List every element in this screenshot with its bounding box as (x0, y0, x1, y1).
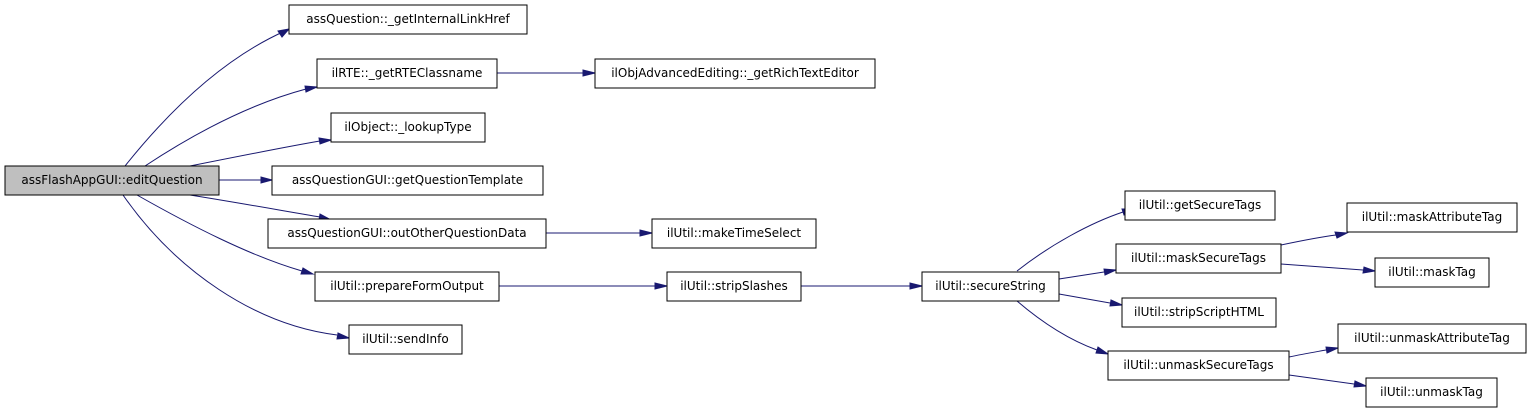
node-n13-box (1346, 202, 1518, 233)
edge-n16-n18-arrowhead (1353, 380, 1368, 388)
edge-root-n5-arrowhead (260, 176, 274, 184)
node-n4[interactable]: ilObject::_lookupType (330, 112, 486, 143)
node-n15-box (1121, 297, 1277, 328)
node-n10[interactable]: ilUtil::secureString (921, 271, 1060, 302)
node-n19[interactable]: ilUtil::sendInfo (348, 324, 463, 355)
edge-root-n4 (189, 140, 321, 167)
node-n5-label: assQuestionGUI::getQuestionTemplate (292, 173, 523, 187)
node-n8-label: ilUtil::prepareFormOutput (330, 279, 484, 293)
edge-n16-n17 (1288, 349, 1327, 358)
node-root-label: assFlashAppGUI::editQuestion (21, 173, 202, 187)
edge-root-n1-arrowhead (277, 28, 291, 38)
node-root-box (4, 165, 220, 196)
node-n13[interactable]: ilUtil::maskAttributeTag (1346, 202, 1518, 233)
node-n15[interactable]: ilUtil::stripScriptHTML (1121, 297, 1277, 328)
edge-n10-n12 (1058, 271, 1105, 280)
edge-n10-n12-arrowhead (1103, 268, 1118, 276)
node-n3-label: ilObjAdvancedEditing::_getRichTextEditor (611, 66, 859, 80)
node-n14-box (1374, 257, 1490, 288)
node-n7-label: ilUtil::makeTimeSelect (667, 226, 802, 240)
node-n19-box (348, 324, 463, 355)
edge-root-n8 (136, 194, 303, 272)
node-n16[interactable]: ilUtil::unmaskSecureTags (1107, 350, 1290, 381)
node-n18-label: ilUtil::unmaskTag (1380, 385, 1483, 399)
node-n10-label: ilUtil::secureString (935, 279, 1046, 293)
node-n6-box (267, 218, 547, 249)
edge-n16-n18 (1288, 374, 1355, 385)
node-n17-label: ilUtil::unmaskAttributeTag (1354, 331, 1510, 345)
node-n2[interactable]: ilRTE::_getRTEClassname (316, 58, 498, 89)
node-n1[interactable]: assQuestion::_getInternalLinkHref (288, 4, 528, 35)
node-n16-label: ilUtil::unmaskSecureTags (1123, 358, 1273, 372)
edge-n10-n16-arrowhead (1095, 346, 1110, 355)
node-n2-box (316, 58, 498, 89)
node-n18-box (1365, 377, 1498, 408)
node-n14[interactable]: ilUtil::maskTag (1374, 257, 1490, 288)
node-n7[interactable]: ilUtil::makeTimeSelect (651, 218, 817, 249)
node-n1-box (288, 4, 528, 35)
node-n17[interactable]: ilUtil::unmaskAttributeTag (1337, 323, 1527, 354)
edge-root-n2-arrowhead (304, 85, 319, 93)
edges (122, 28, 1377, 388)
edge-root-n8-arrowhead (300, 267, 315, 275)
node-n2-label: ilRTE::_getRTEClassname (332, 66, 483, 80)
edge-n12-n13 (1280, 234, 1337, 246)
node-n6[interactable]: assQuestionGUI::outOtherQuestionData (267, 218, 547, 249)
edge-n12-n14 (1280, 263, 1364, 271)
node-n16-box (1107, 350, 1290, 381)
node-n3-box (594, 58, 876, 89)
edge-n12-n14-arrowhead (1362, 266, 1377, 274)
node-n11[interactable]: ilUtil::getSecureTags (1124, 190, 1276, 221)
node-n10-box (921, 271, 1060, 302)
node-n18[interactable]: ilUtil::unmaskTag (1365, 377, 1498, 408)
node-n11-box (1124, 190, 1276, 221)
edge-root-n4-arrowhead (318, 137, 333, 145)
node-n9-label: ilUtil::stripSlashes (680, 279, 788, 293)
node-n9[interactable]: ilUtil::stripSlashes (666, 271, 802, 302)
node-n13-label: ilUtil::maskAttributeTag (1362, 210, 1502, 224)
node-n5[interactable]: assQuestionGUI::getQuestionTemplate (271, 165, 544, 196)
node-n8-box (314, 271, 500, 302)
node-n4-label: ilObject::_lookupType (344, 120, 471, 134)
node-n19-label: ilUtil::sendInfo (362, 332, 448, 346)
node-n4-box (330, 112, 486, 143)
edge-n10-n11 (1016, 211, 1124, 272)
node-n9-box (666, 271, 802, 302)
edge-n12-n13-arrowhead (1334, 231, 1349, 239)
edge-n8-n9-arrowhead (654, 282, 668, 290)
node-n14-label: ilUtil::maskTag (1388, 265, 1475, 279)
edge-n2-n3-arrowhead (582, 69, 596, 77)
edge-n6-n7-arrowhead (639, 229, 653, 237)
node-n8[interactable]: ilUtil::prepareFormOutput (314, 271, 500, 302)
edge-n10-n15-arrowhead (1109, 299, 1124, 307)
edge-n9-n10-arrowhead (909, 282, 923, 290)
edge-root-n1 (124, 30, 286, 167)
node-n5-box (271, 165, 544, 196)
node-n12-label: ilUtil::maskSecureTags (1131, 251, 1266, 265)
edge-n10-n16 (1016, 300, 1098, 351)
node-n6-label: assQuestionGUI::outOtherQuestionData (287, 226, 526, 240)
node-n1-label: assQuestion::_getInternalLinkHref (306, 12, 510, 26)
node-n11-label: ilUtil::getSecureTags (1139, 198, 1261, 212)
node-root[interactable]: assFlashAppGUI::editQuestion (4, 165, 220, 196)
nodes: assFlashAppGUI::editQuestion assQuestion… (4, 4, 1527, 408)
edge-n10-n15 (1058, 293, 1111, 304)
edge-root-n19-arrowhead (336, 332, 351, 340)
node-n17-box (1337, 323, 1527, 354)
edge-root-n19 (122, 194, 338, 336)
node-n3[interactable]: ilObjAdvancedEditing::_getRichTextEditor (594, 58, 876, 89)
node-n15-label: ilUtil::stripScriptHTML (1134, 305, 1264, 319)
node-n12-box (1115, 243, 1282, 274)
edge-root-n2 (144, 88, 307, 167)
edge-root-n6 (189, 194, 321, 218)
node-n7-box (651, 218, 817, 249)
node-n12[interactable]: ilUtil::maskSecureTags (1115, 243, 1282, 274)
edge-n16-n17-arrowhead (1325, 346, 1340, 354)
